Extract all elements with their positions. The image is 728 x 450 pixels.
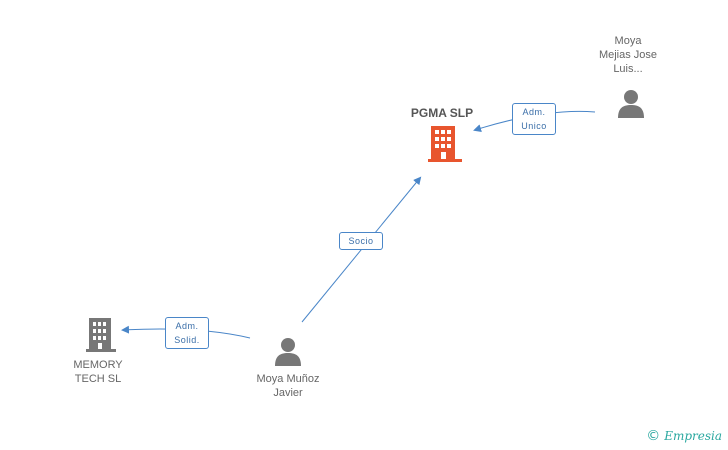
copyright-icon: © <box>646 428 661 444</box>
node-label-moya-javier: Moya Muñoz Javier <box>256 373 320 399</box>
brand-logo-text: Empresia <box>664 429 722 443</box>
node-label-moya-jose: Moya Mejias Jose Luis... <box>598 35 658 75</box>
building-icon-pgma[interactable] <box>428 126 462 162</box>
node-label-memory: MEMORY TECH SL <box>73 359 123 385</box>
building-icon-memory[interactable] <box>86 318 116 352</box>
edge-label-socio[interactable]: Socio <box>339 232 383 250</box>
person-icon-moya-javier[interactable] <box>274 336 302 366</box>
node-label-pgma: PGMA SLP <box>410 106 474 120</box>
empresia-watermark: ©Empresia <box>646 428 722 444</box>
link-socio <box>301 176 422 323</box>
edge-label-adm-solid[interactable]: Adm. Solid. <box>165 317 209 349</box>
person-icon-moya-jose[interactable] <box>617 88 645 118</box>
edge-label-adm-unico[interactable]: Adm. Unico <box>512 103 556 135</box>
